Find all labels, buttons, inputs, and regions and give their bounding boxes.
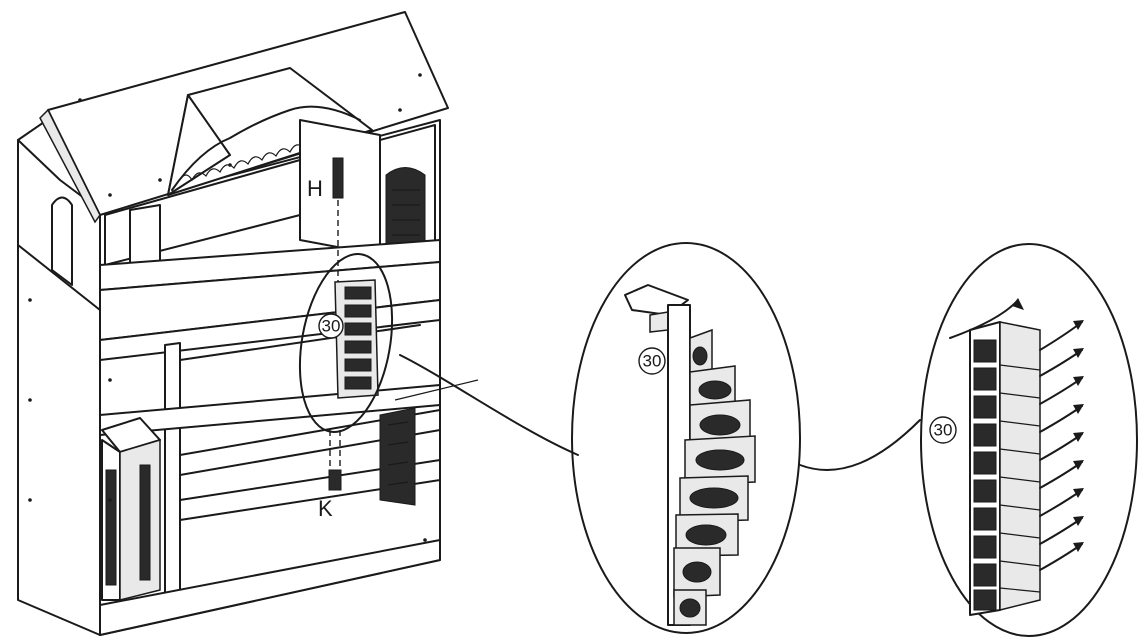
screw-holes bbox=[28, 73, 427, 542]
porch-column-left bbox=[105, 469, 117, 586]
label-h: H bbox=[307, 176, 323, 201]
stack-ellipse bbox=[920, 243, 1138, 637]
dormer-side bbox=[167, 94, 231, 196]
base-plate bbox=[99, 539, 441, 636]
trim-scallops bbox=[179, 142, 317, 182]
railing-bars bbox=[392, 189, 420, 236]
lower-ceiling bbox=[99, 384, 441, 436]
left-wall-trim bbox=[17, 244, 101, 311]
leader-line-short bbox=[394, 379, 479, 401]
ground-shelf bbox=[179, 459, 441, 521]
hinge-h bbox=[332, 157, 344, 290]
part-number-badge-detail bbox=[638, 347, 666, 375]
house-staircase bbox=[334, 279, 379, 399]
part-number-badge-stack bbox=[929, 416, 957, 444]
roof-edge bbox=[39, 108, 101, 224]
hinge-k-body bbox=[328, 469, 342, 491]
hinge-k bbox=[328, 430, 342, 491]
part-number-badge-house bbox=[318, 313, 344, 339]
middle-back-line bbox=[179, 324, 421, 361]
highlight-ellipse bbox=[298, 253, 394, 433]
stack-blocks bbox=[973, 339, 997, 611]
left-arched-window bbox=[51, 196, 73, 286]
stack-view: 30 bbox=[920, 243, 1138, 637]
center-column bbox=[164, 342, 181, 609]
part-number-stack: 30 bbox=[934, 421, 953, 440]
dollhouse: H K 30 bbox=[17, 11, 579, 636]
porch-column-right bbox=[139, 464, 151, 581]
connector-curve bbox=[799, 419, 921, 471]
detail-view: 30 bbox=[571, 242, 921, 634]
arrow-heads bbox=[1012, 298, 1084, 552]
part-number-house: 30 bbox=[322, 317, 341, 336]
label-k: K bbox=[318, 496, 333, 521]
door-panels bbox=[387, 421, 409, 486]
balcony-railing bbox=[385, 167, 426, 251]
decorative-trim bbox=[171, 105, 361, 191]
left-side-wall bbox=[17, 139, 101, 636]
hinge-h-body bbox=[332, 157, 344, 199]
step-ornaments bbox=[679, 346, 745, 618]
detail-ellipse bbox=[571, 242, 801, 634]
part-number-detail: 30 bbox=[643, 352, 662, 371]
landing-bracket bbox=[649, 311, 669, 333]
right-door bbox=[379, 407, 416, 506]
leader-curve-to-detail bbox=[399, 354, 579, 456]
stack-side-lines bbox=[999, 364, 1041, 593]
